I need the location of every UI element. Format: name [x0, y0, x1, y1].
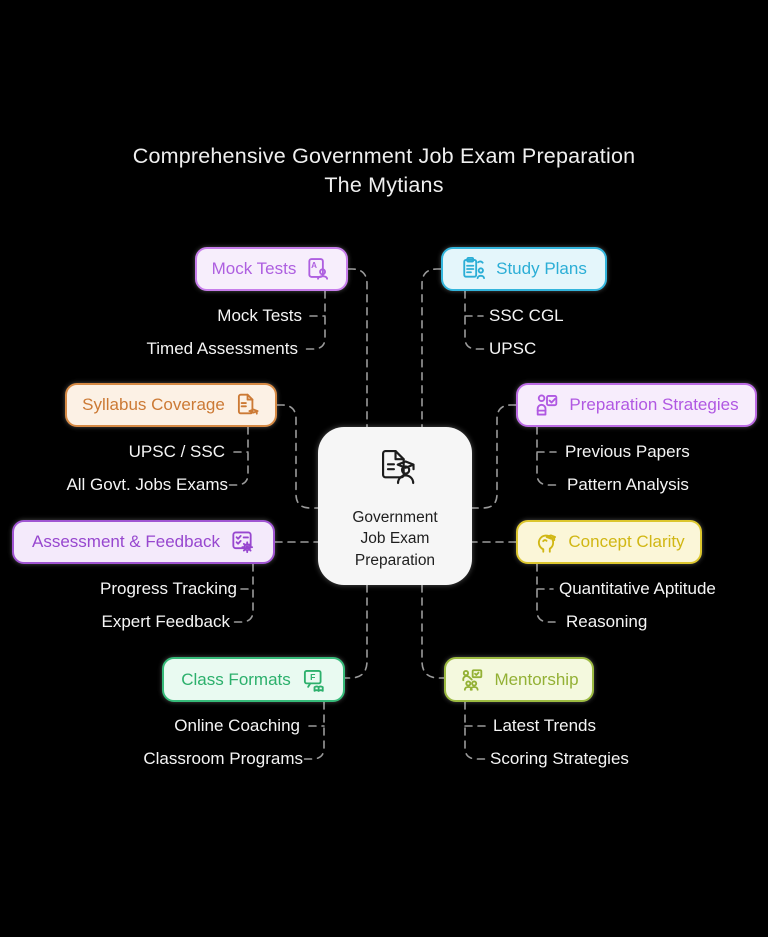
connector-class-formats-children — [303, 701, 325, 760]
connector-prep-strategies-center — [471, 404, 517, 509]
branch-label-study-plans: Study Plans — [496, 259, 587, 278]
connector-mentorship-children — [464, 701, 488, 760]
checklist-gear-icon — [229, 529, 255, 555]
connector-study-plans-center — [421, 268, 442, 428]
branch-label-assessment-feedback: Assessment & Feedback — [31, 532, 221, 551]
branch-label-mock-tests: Mock Tests — [211, 259, 297, 278]
branch-node-mentorship: Mentorship — [444, 657, 594, 702]
branch-node-study-plans: Study Plans — [441, 247, 607, 291]
connector-syllabus-children — [228, 426, 249, 486]
connector-prep-strategies-children — [536, 426, 558, 486]
branch-label-concept-clarity: Concept Clarity — [568, 532, 685, 551]
center-node: Government Job Exam Preparation — [318, 427, 472, 585]
connector-concept-clarity-children — [536, 563, 556, 623]
connector-mentorship-center — [421, 584, 445, 679]
svg-text:A: A — [312, 261, 318, 270]
child-label-progress-tracking: Progress Tracking — [100, 579, 237, 598]
branch-node-mock-tests: Mock Tests A — [195, 247, 348, 291]
connector-study-plans-children — [464, 290, 485, 350]
exam-card-person-icon: A — [305, 256, 331, 282]
branch-node-preparation-strategies: Preparation Strategies — [516, 383, 757, 427]
branch-label-class-formats: Class Formats — [181, 669, 291, 689]
branch-node-assessment-feedback: Assessment & Feedback — [12, 520, 275, 564]
connector-mock-tests-center — [347, 268, 368, 428]
clipboard-person-icon — [461, 256, 487, 282]
connector-syllabus-center — [276, 404, 319, 509]
connector-class-formats-center — [344, 584, 368, 679]
child-label-online-coaching: Online Coaching — [174, 716, 300, 735]
child-label-quantitative-aptitude: Quantitative Aptitude — [559, 579, 716, 598]
svg-text:F: F — [310, 672, 315, 682]
child-label-reasoning: Reasoning — [566, 612, 648, 631]
branch-node-class-formats: Class Formats F — [162, 657, 345, 702]
branch-label-preparation-strategies: Preparation Strategies — [569, 395, 739, 414]
child-label-previous-papers: Previous Papers — [565, 442, 690, 461]
center-label-line3: Preparation — [354, 551, 436, 569]
screen-book-icon: F — [300, 667, 326, 693]
child-label-mock-tests: Mock Tests — [217, 306, 302, 325]
child-label-scoring-strategies: Scoring Strategies — [490, 749, 629, 768]
page-title: Comprehensive Government Job Exam Prepar… — [0, 142, 768, 200]
child-label-timed-assessments: Timed Assessments — [146, 339, 298, 358]
center-label-line1: Government — [352, 508, 438, 526]
branch-label-mentorship: Mentorship — [494, 669, 579, 689]
child-label-ssc-cgl: SSC CGL — [489, 306, 564, 325]
child-label-upsc: UPSC — [489, 339, 537, 358]
child-label-expert-feedback: Expert Feedback — [101, 612, 230, 631]
child-label-upsc-ssc: UPSC / SSC — [128, 442, 225, 461]
branch-node-syllabus-coverage: Syllabus Coverage — [65, 383, 277, 427]
page-title-line2: The Mytians — [324, 173, 444, 197]
child-label-pattern-analysis: Pattern Analysis — [567, 475, 689, 494]
child-label-all-govt-jobs-exams: All Govt. Jobs Exams — [66, 475, 228, 494]
document-graduation-icon — [234, 392, 260, 418]
connector-mock-tests-children — [304, 290, 326, 350]
group-presentation-icon — [459, 667, 485, 693]
document-graduate-icon — [369, 441, 421, 507]
child-label-classroom-programs: Classroom Programs — [143, 749, 303, 768]
head-graduation-icon — [533, 529, 559, 555]
branch-node-concept-clarity: Concept Clarity — [516, 520, 702, 564]
center-label-line2: Job Exam — [360, 530, 430, 547]
page-title-line1: Comprehensive Government Job Exam Prepar… — [132, 144, 636, 168]
child-label-latest-trends: Latest Trends — [493, 716, 597, 735]
person-checkbox-icon — [534, 392, 560, 418]
branch-label-syllabus-coverage: Syllabus Coverage — [82, 395, 225, 414]
